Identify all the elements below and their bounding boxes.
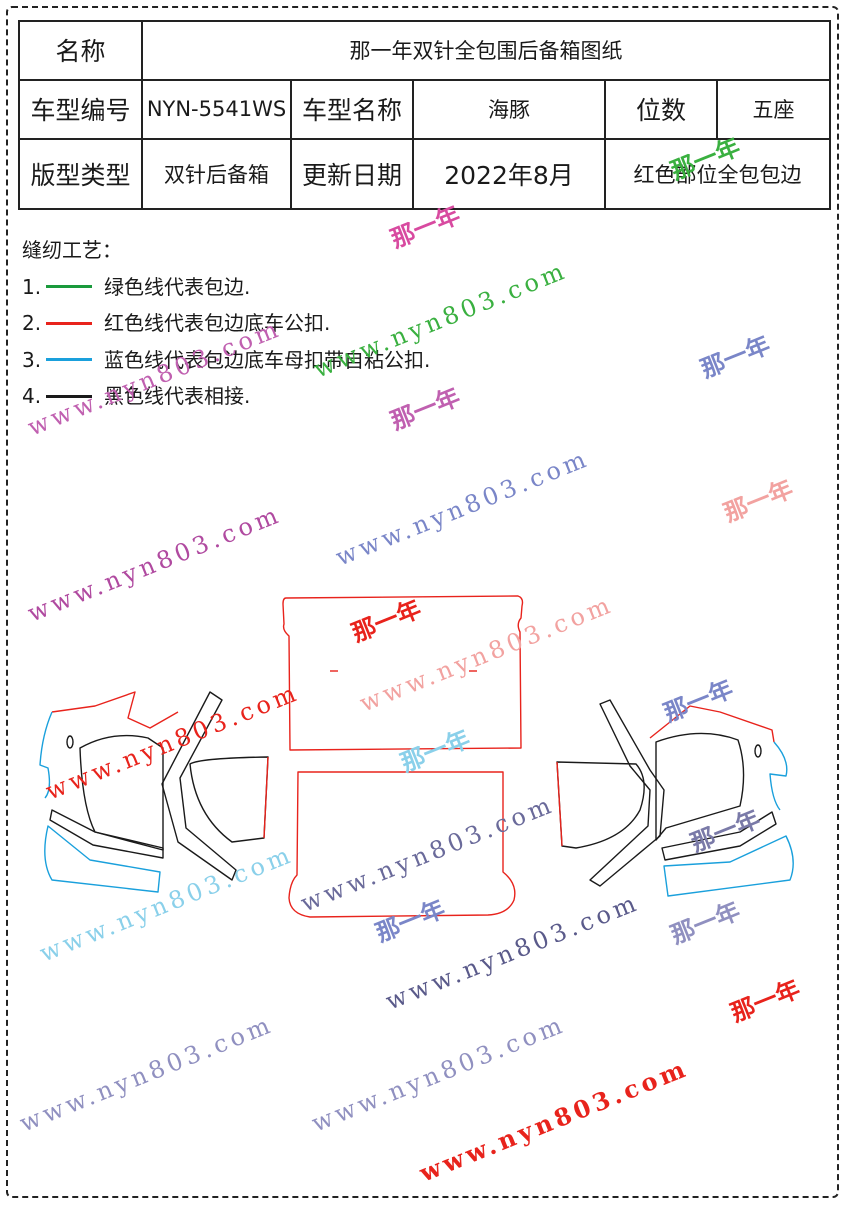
right-lower-piece-black bbox=[661, 811, 777, 861]
watermark-url: www.nyn803.com bbox=[42, 678, 304, 805]
legend-item-text: 黑色线代表相接. bbox=[104, 384, 251, 408]
model-code-label: 车型编号 bbox=[18, 78, 143, 141]
right-side-panel-inner bbox=[655, 732, 745, 841]
model-code-value: NYN-5541WS bbox=[141, 78, 292, 141]
legend-item: 4. 黑色线代表相接. bbox=[22, 378, 430, 415]
layout-type-label: 版型类型 bbox=[18, 138, 143, 210]
watermark-brand: 那一年 bbox=[347, 594, 425, 648]
watermark-brand: 那一年 bbox=[396, 724, 474, 778]
legend-item-number: 2. bbox=[22, 311, 42, 335]
watermark-url: www.nyn803.com bbox=[16, 1010, 278, 1137]
left-side-panel-outer bbox=[51, 691, 179, 729]
model-name-label: 车型名称 bbox=[290, 78, 414, 141]
right-side-window-red bbox=[556, 761, 563, 847]
watermark-brand: 那一年 bbox=[719, 474, 797, 528]
update-date-value: 2022年8月 bbox=[412, 138, 606, 210]
watermark-brand: 那一年 bbox=[726, 974, 804, 1028]
watermark-url-layer: www.nyn803.com www.nyn803.com www.nyn803… bbox=[16, 256, 693, 1188]
watermark-brand: 那一年 bbox=[686, 804, 764, 858]
page-border bbox=[6, 6, 839, 1198]
right-side-panel-blue-edge bbox=[769, 741, 788, 811]
watermark-brand: 那一年 bbox=[666, 132, 744, 186]
left-side-window-red bbox=[263, 756, 269, 839]
legend-title: 缝纫工艺： bbox=[22, 238, 122, 262]
legend-color-swatch bbox=[46, 394, 92, 398]
name-value: 那一年双针全包围后备箱图纸 bbox=[141, 20, 831, 81]
sewing-legend: 缝纫工艺： 1. 绿色线代表包边. 2. 红色线代表包边底车公扣. 3. 蓝色线… bbox=[22, 232, 430, 415]
name-label: 名称 bbox=[18, 20, 143, 81]
left-lower-piece-black bbox=[49, 809, 164, 859]
legend-item-text: 蓝色线代表包边底车母扣带自粘公扣. bbox=[104, 347, 431, 372]
left-side-panel-blue-edge bbox=[39, 711, 53, 799]
legend-color-swatch bbox=[46, 321, 92, 325]
legend-item: 1. 绿色线代表包边. bbox=[22, 269, 430, 306]
watermark-brand: 那一年 bbox=[666, 896, 744, 950]
legend-color-swatch bbox=[46, 285, 92, 289]
floor-panel-upper bbox=[282, 595, 524, 751]
left-lower-piece-blue bbox=[44, 825, 161, 893]
watermark-url: www.nyn803.com bbox=[310, 256, 572, 383]
watermark-brand: 那一年 bbox=[386, 382, 464, 436]
legend-item-number: 1. bbox=[22, 274, 42, 299]
hole-mark bbox=[754, 744, 762, 758]
hole-mark bbox=[66, 735, 74, 749]
legend-item: 2. 红色线代表包边底车公扣. bbox=[22, 305, 430, 342]
legend-item-number: 3. bbox=[22, 347, 42, 372]
watermark-brand: 那一年 bbox=[659, 674, 737, 728]
note-value: 红色部位全包包边 bbox=[604, 138, 831, 210]
right-side-window-piece bbox=[556, 761, 645, 849]
model-name-value: 海豚 bbox=[412, 78, 606, 141]
legend-item-text: 红色线代表包边底车公扣. bbox=[104, 311, 331, 335]
spec-table: 名称 那一年双针全包围后备箱图纸 车型编号 NYN-5541WS 车型名称 海豚… bbox=[18, 20, 831, 210]
update-date-label: 更新日期 bbox=[290, 138, 414, 210]
right-lower-piece-blue bbox=[663, 835, 794, 897]
legend-color-swatch bbox=[46, 358, 92, 362]
watermark-url: www.nyn803.com bbox=[24, 500, 286, 627]
seats-label: 位数 bbox=[604, 78, 718, 141]
watermark-url: www.nyn803.com bbox=[24, 314, 286, 441]
watermark-url: www.nyn803.com bbox=[332, 444, 594, 571]
left-pillar-strip bbox=[161, 691, 237, 881]
watermark-brand: 那一年 bbox=[696, 330, 774, 384]
right-side-panel-outer bbox=[649, 705, 775, 743]
layout-type-value: 双针后备箱 bbox=[141, 138, 292, 210]
watermark-brand: 那一年 bbox=[371, 894, 449, 948]
floor-panel-lower bbox=[288, 771, 516, 918]
watermark-brand: 那一年 bbox=[386, 200, 464, 254]
right-pillar-strip bbox=[589, 699, 665, 887]
watermark-layer: 那一年 那一年 那一年 那一年 那一年 那一年 那一年 那一年 那一年 那一年 … bbox=[347, 132, 804, 1028]
left-side-window-piece bbox=[189, 756, 269, 843]
watermark-url: www.nyn803.com bbox=[36, 840, 298, 967]
legend-item-text: 绿色线代表包边. bbox=[104, 274, 251, 299]
legend-item-number: 4. bbox=[22, 384, 42, 408]
legend-item: 3. 蓝色线代表包边底车母扣带自粘公扣. bbox=[22, 342, 430, 379]
seats-value: 五座 bbox=[716, 78, 831, 141]
